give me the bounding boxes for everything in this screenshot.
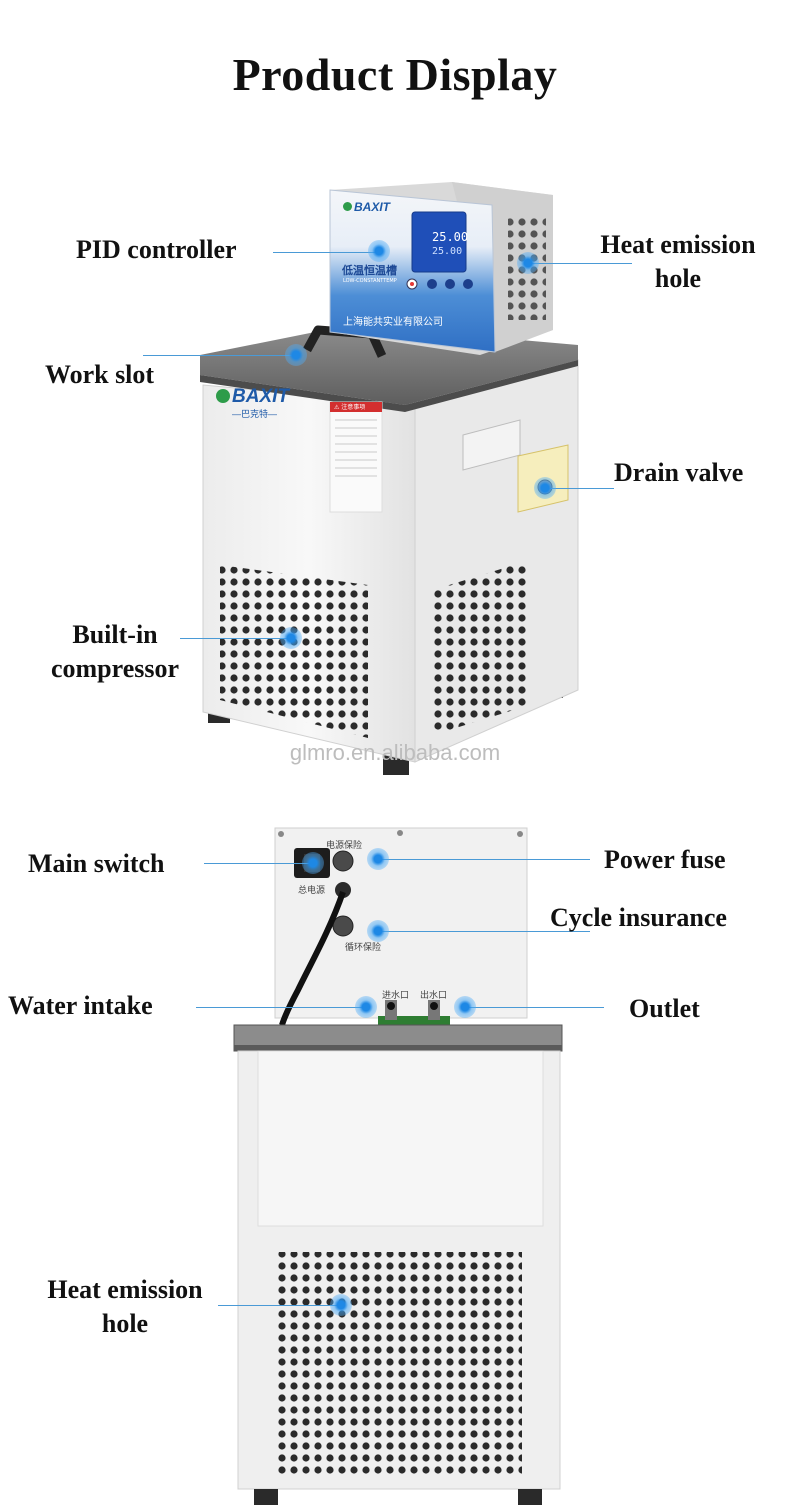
watermark: glmro.en.alibaba.com: [289, 740, 501, 765]
label-power-fuse: Power fuse: [604, 845, 726, 874]
leader-main-switch: [204, 863, 310, 864]
heat-emission-top-marker: [517, 252, 539, 274]
pid-controller-marker: [368, 240, 390, 262]
panel-label-main-power: 总电源: [298, 886, 326, 896]
label-work-slot: Work slot: [45, 360, 155, 389]
power-cable: [279, 891, 346, 1026]
label-heat-emission-top: Heat emission hole: [600, 230, 756, 293]
leader-work-slot: [143, 355, 298, 356]
label-cycle-insurance: Cycle insurance: [550, 903, 727, 932]
power-fuse-holder: [332, 850, 354, 872]
panel-label-cycle-protect: 循环保险: [345, 943, 382, 953]
panel-brand-name: BAXIT: [354, 200, 390, 214]
work-slot-marker: [285, 344, 307, 366]
leader-power-fuse: [378, 859, 590, 860]
leader-heat-emission-bottom: [218, 1305, 344, 1306]
label-pid-controller: PID controller: [76, 235, 237, 264]
panel-product-name: 低温恒温槽: [342, 264, 397, 277]
side-vent-grille: [433, 560, 530, 735]
label-drain-valve: Drain valve: [614, 458, 744, 487]
leader-cycle-insurance: [378, 931, 590, 932]
brand-sub-front: —巴克特—: [232, 409, 278, 419]
panel-label-power-protect: 电源保险: [326, 841, 363, 851]
panel-label-outlet: 出水口: [420, 991, 448, 1001]
label-water-intake: Water intake: [8, 991, 153, 1020]
heat-emission-bottom-marker: [330, 1294, 352, 1316]
lcd-reading-top: 25.00: [432, 230, 469, 244]
brand-icon: [216, 389, 230, 403]
cycle-fuse-holder: [332, 915, 354, 937]
rear-vent-grille: [274, 1252, 522, 1476]
brand-icon-panel: [343, 202, 352, 211]
lcd-display: [411, 211, 467, 273]
panel-company-name: 上海能共实业有限公司: [343, 317, 443, 328]
label-heat-emission-bottom: Heat emission hole: [47, 1275, 203, 1338]
panel-product-subname: LOW-CONSTANTTEMP: [343, 278, 397, 284]
panel-label-inlet: 进水口: [382, 991, 410, 1001]
lcd-reading-bottom: 25.00: [432, 246, 463, 257]
compressor-marker: [280, 627, 302, 649]
brand-logo-panel: BAXIT: [343, 200, 390, 214]
brand-logo-front: BAXIT: [216, 386, 289, 408]
leader-compressor: [180, 638, 288, 639]
front-foot-right: [383, 755, 409, 775]
warning-sticker-title: ⚠ 注意事项: [334, 404, 366, 411]
leader-outlet: [466, 1007, 604, 1008]
brand-name: BAXIT: [232, 386, 289, 407]
drain-valve-marker: [534, 477, 556, 499]
water-intake-marker: [355, 996, 377, 1018]
label-outlet: Outlet: [629, 994, 700, 1023]
page-title: Product Display: [232, 49, 558, 100]
warning-sticker: [329, 401, 383, 513]
label-built-in-compressor: Built-in compressor: [50, 620, 180, 683]
front-vent-grille: [220, 565, 368, 738]
outlet-marker: [454, 996, 476, 1018]
label-main-switch: Main switch: [28, 849, 165, 878]
cycle-insurance-marker: [367, 920, 389, 942]
leader-water-intake: [196, 1007, 366, 1008]
side-handle: [462, 419, 521, 471]
leader-heat-emission-top: [530, 263, 632, 264]
leader-drain-valve: [547, 488, 614, 489]
power-fuse-marker: [367, 848, 389, 870]
main-switch-marker: [302, 852, 324, 874]
leader-pid-controller: [273, 252, 379, 253]
